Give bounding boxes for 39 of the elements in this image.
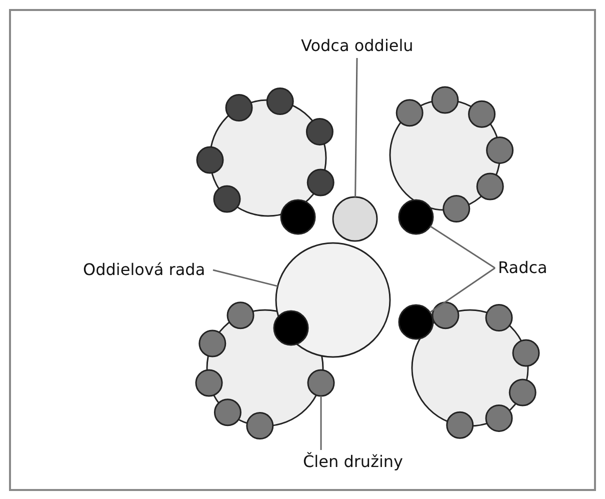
leader-line (212, 269, 278, 287)
member-circle (486, 136, 514, 164)
member-circle (266, 88, 294, 116)
member-circle (306, 118, 334, 146)
member-circle (508, 378, 536, 406)
patrol-leader-circle (280, 199, 316, 235)
member-circle (196, 146, 224, 174)
council-circle (275, 242, 391, 358)
member-circle (512, 339, 540, 367)
member-circle (195, 369, 223, 397)
callout-label: Radca (498, 258, 548, 278)
leader-line (430, 267, 496, 314)
member-circle (431, 86, 459, 114)
member-circle (226, 302, 254, 330)
patrol-leader-circle (398, 199, 434, 235)
member-circle (307, 369, 335, 397)
patrol-leader-circle (273, 310, 309, 346)
member-circle (432, 302, 460, 330)
leader-line (430, 226, 496, 269)
callout-label: Člen družiny (303, 452, 404, 472)
member-circle (476, 172, 504, 200)
member-circle (468, 100, 496, 128)
member-circle (306, 168, 334, 196)
member-circle (446, 411, 474, 439)
member-circle (246, 412, 274, 440)
member-circle (485, 404, 513, 432)
leader-circle (332, 196, 378, 242)
member-circle (214, 398, 242, 426)
callout-label: Oddielová rada (83, 260, 206, 280)
leader-line (320, 396, 322, 450)
member-circle (213, 185, 241, 213)
member-circle (225, 94, 253, 122)
callout-label: Vodca oddielu (301, 36, 414, 56)
member-circle (485, 304, 513, 332)
member-circle (396, 99, 424, 127)
member-circle (198, 330, 226, 358)
member-circle (442, 195, 470, 223)
patrol-leader-circle (398, 304, 434, 340)
leader-line (354, 58, 358, 198)
